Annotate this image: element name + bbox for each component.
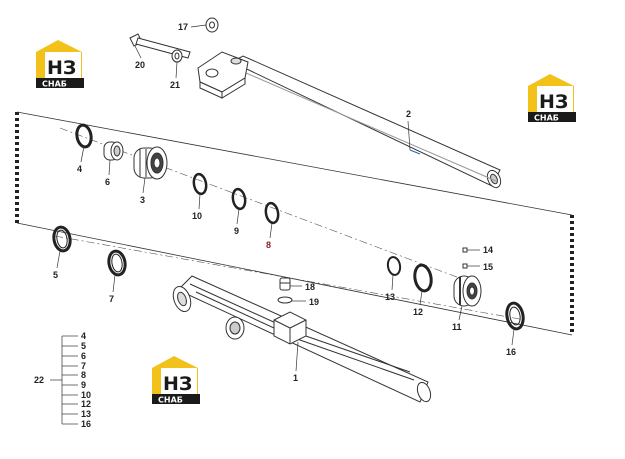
label-9: 9 <box>234 226 239 236</box>
kit-item: 12 <box>81 399 91 409</box>
logo-caption: СНАБ <box>534 114 559 123</box>
piston-rod <box>230 55 502 189</box>
label-10: 10 <box>192 211 202 221</box>
seal-8 <box>264 201 280 225</box>
logo-letters: НЗ <box>163 373 192 395</box>
label-21: 21 <box>170 80 180 90</box>
washer-17 <box>205 17 219 33</box>
kit-item: 8 <box>81 370 86 380</box>
watermark-logo: НЗ СНАБ <box>36 40 84 89</box>
kit-item: 7 <box>81 361 86 371</box>
watermark-logo: НЗ СНАБ <box>528 74 576 123</box>
label-5: 5 <box>53 270 58 280</box>
wiper-5 <box>52 225 72 253</box>
kit-item: 16 <box>81 419 91 429</box>
cylinder-tube <box>172 275 432 403</box>
oring-12 <box>413 263 433 293</box>
kit-item: 5 <box>81 341 86 351</box>
label-6: 6 <box>105 177 110 187</box>
watermark-logo: НЗ СНАБ <box>152 356 200 405</box>
oring-13 <box>386 256 402 276</box>
kit-boundary <box>15 112 574 335</box>
label-20: 20 <box>135 60 145 70</box>
seal-7 <box>107 249 127 277</box>
logo-letters: НЗ <box>47 57 76 79</box>
label-4: 4 <box>77 164 82 174</box>
fitting-18 <box>279 277 291 291</box>
piston-3 <box>133 146 168 180</box>
rod-eye <box>197 51 249 99</box>
seal-9 <box>231 187 247 211</box>
logo-caption: СНАБ <box>158 396 183 405</box>
label-8: 8 <box>266 240 271 250</box>
kit-item: 4 <box>81 331 86 341</box>
bushing-6 <box>103 141 124 161</box>
label-1: 1 <box>293 373 298 383</box>
label-2: 2 <box>406 109 411 119</box>
kit-item: 10 <box>81 390 91 400</box>
label-16: 16 <box>506 347 516 357</box>
kit-boundary-lines <box>16 111 573 336</box>
gland-11 <box>453 275 482 307</box>
label-15: 15 <box>483 262 493 272</box>
wiper-16 <box>505 301 525 331</box>
label-19: 19 <box>309 297 319 307</box>
small-parts-14-15 <box>462 247 468 269</box>
kit-item: 13 <box>81 409 91 419</box>
label-3: 3 <box>140 195 145 205</box>
label-17: 17 <box>178 22 188 32</box>
washer-19 <box>277 296 293 304</box>
kit-list: 22 4 5 6 7 8 9 10 12 13 16 <box>34 331 91 429</box>
washer-21 <box>171 49 183 63</box>
assembly-axis <box>54 127 526 321</box>
logo-caption: СНАБ <box>42 80 67 89</box>
logo-letters: НЗ <box>539 91 568 113</box>
label-13: 13 <box>385 292 395 302</box>
label-7: 7 <box>109 294 114 304</box>
kit-item: 6 <box>81 351 86 361</box>
oring-4 <box>75 123 93 149</box>
seal-10 <box>192 172 208 196</box>
kit-item: 9 <box>81 380 86 390</box>
leader-lines <box>50 24 515 425</box>
kit-label: 22 <box>34 375 44 385</box>
label-12: 12 <box>413 307 423 317</box>
label-18: 18 <box>305 282 315 292</box>
part-labels: 17 20 21 2 4 6 3 10 9 8 5 7 14 15 18 19 … <box>53 22 516 383</box>
label-11: 11 <box>452 322 462 332</box>
label-14: 14 <box>483 245 493 255</box>
